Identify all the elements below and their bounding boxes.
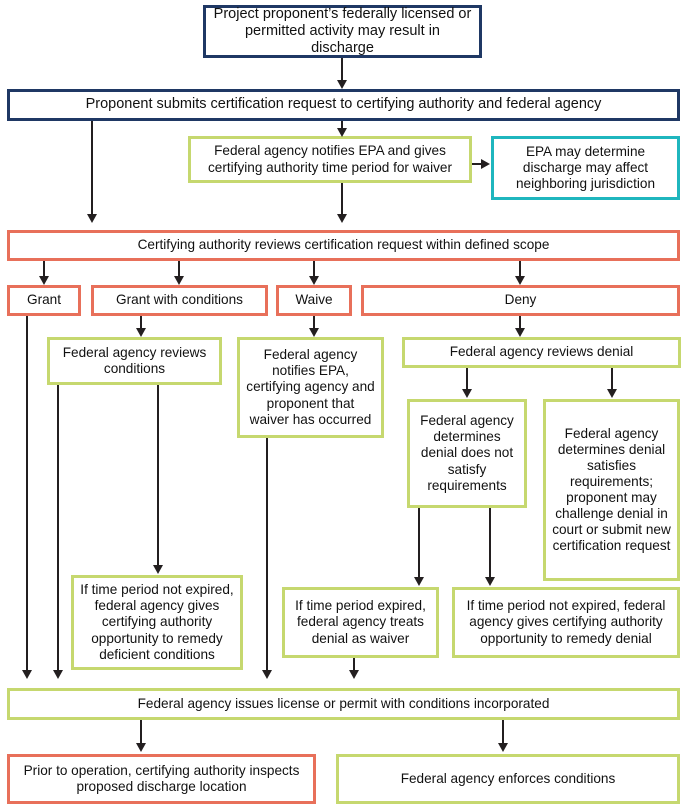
node-submit-request: Proponent submits certification request …: [7, 89, 680, 121]
arrow-reviewsdenial-to-notsatisfy: [462, 389, 472, 398]
arrow-grant-to-license: [22, 670, 32, 679]
arrow-submit-left-to-review: [87, 214, 97, 223]
node-grant: Grant: [7, 285, 81, 316]
arrow-review-to-deny: [515, 276, 525, 285]
connector-grant-to-license: [26, 316, 28, 671]
arrow-reviews-to-remedy: [153, 565, 163, 574]
node-reviews-denial: Federal agency reviews denial: [402, 337, 681, 368]
node-notify-epa: Federal agency notifies EPA and gives ce…: [188, 136, 472, 183]
connector-review-to-grant-conditions: [178, 261, 180, 277]
node-deny: Deny: [361, 285, 680, 316]
connector-review-to-deny: [519, 261, 521, 277]
node-epa-determine: EPA may determine discharge may affect n…: [491, 136, 680, 200]
connector-submit-left-down: [91, 121, 93, 215]
arrow-notsatisfy-to-remedy-denial: [485, 577, 495, 586]
node-reviews-conditions: Federal agency reviews conditions: [47, 337, 222, 385]
connector-grantcond-to-reviews: [140, 316, 142, 329]
node-inspects-location: Prior to operation, certifying authority…: [7, 754, 316, 804]
arrow-waive-to-notifies: [309, 328, 319, 337]
arrow-deny-to-reviews-denial: [515, 328, 525, 337]
arrow-start-to-submit: [337, 80, 347, 89]
connector-submit-to-notify: [341, 121, 343, 130]
connector-notsatisfy-to-treats: [418, 508, 420, 578]
connector-notsatisfy-to-remedy-denial: [489, 508, 491, 578]
arrow-grantcond-to-reviews: [136, 328, 146, 337]
node-enforces-conditions: Federal agency enforces conditions: [336, 754, 680, 804]
arrow-review-to-grant: [39, 276, 49, 285]
connector-reviewsdenial-to-notsatisfy: [466, 368, 468, 390]
connector-deny-to-reviews-denial: [519, 316, 521, 329]
connector-reviews-to-license: [57, 385, 59, 671]
arrow-notifies-to-license: [262, 670, 272, 679]
node-denial-satisfies: Federal agency determines denial satisfi…: [543, 399, 680, 581]
arrow-notsatisfy-to-treats: [414, 577, 424, 586]
node-remedy-conditions: If time period not expired, federal agen…: [71, 575, 243, 670]
connector-waive-to-notifies: [313, 316, 315, 329]
connector-notifies-to-license: [266, 438, 268, 671]
connector-review-to-waive: [313, 261, 315, 277]
node-denial-not-satisfy: Federal agency determines denial does no…: [407, 399, 527, 508]
arrow-reviews-to-license: [53, 670, 63, 679]
connector-license-to-inspects: [140, 720, 142, 744]
connector-review-to-grant: [43, 261, 45, 277]
node-remedy-denial: If time period not expired, federal agen…: [452, 587, 680, 658]
node-review-scope: Certifying authority reviews certificati…: [7, 230, 680, 261]
node-start: Project proponent’s federally licensed o…: [203, 5, 482, 58]
connector-notify-to-epa: [472, 163, 483, 165]
connector-reviews-to-remedy: [157, 385, 159, 566]
arrow-review-to-grant-conditions: [174, 276, 184, 285]
arrow-treats-to-license: [349, 670, 359, 679]
node-treats-as-waiver: If time period expired, federal agency t…: [282, 587, 439, 658]
connector-reviewsdenial-to-satisfies: [611, 368, 613, 390]
arrow-submit-to-notify: [337, 128, 347, 137]
node-issues-license: Federal agency issues license or permit …: [7, 688, 680, 720]
connector-license-to-enforces: [502, 720, 504, 744]
connector-notify-to-review: [341, 183, 343, 215]
node-notifies-waiver: Federal agency notifies EPA, certifying …: [237, 337, 384, 438]
arrow-notify-to-epa: [481, 159, 490, 169]
arrow-license-to-enforces: [498, 743, 508, 752]
arrow-review-to-waive: [309, 276, 319, 285]
node-waive: Waive: [276, 285, 352, 316]
node-grant-with-conditions: Grant with conditions: [91, 285, 268, 316]
arrow-notify-to-review: [337, 214, 347, 223]
connector-treats-to-license: [353, 658, 355, 671]
arrow-reviewsdenial-to-satisfies: [607, 389, 617, 398]
connector-start-to-submit: [341, 58, 343, 81]
arrow-license-to-inspects: [136, 743, 146, 752]
